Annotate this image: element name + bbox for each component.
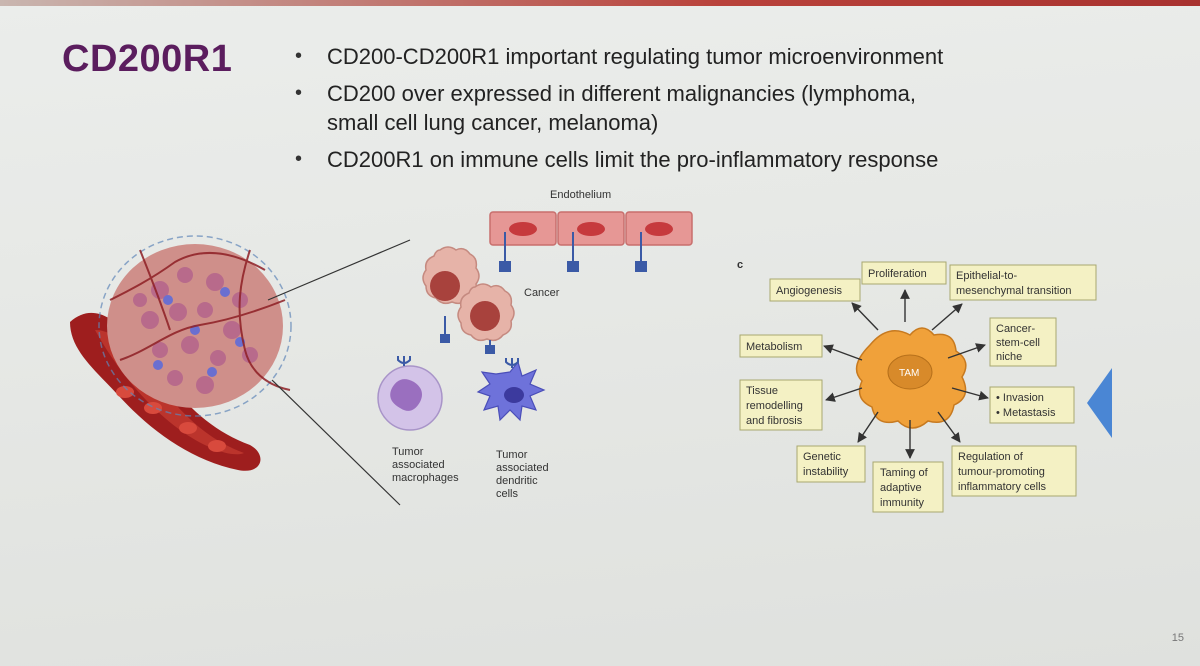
zoom-line [267, 239, 411, 301]
svg-text:• Invasion • Metastasi: • Invasion • Metastasis [996, 392, 1056, 419]
bullet-list: • CD200-CD200R1 important regulating tum… [295, 42, 1055, 182]
bullet-glyph: • [295, 148, 303, 170]
svg-text:Metabolism: Metabolism [746, 341, 802, 353]
box-taming-immunity: Taming of adaptive immunity [872, 461, 944, 513]
box-angiogenesis: Angiogenesis [769, 278, 861, 302]
svg-text:Taming of adaptive: Taming of adaptive immunity [880, 467, 931, 509]
svg-text:Genetic instability: Genetic instability [803, 451, 849, 478]
bullet-item: • CD200 over expressed in different mali… [295, 79, 1055, 137]
bullet-glyph: • [295, 45, 303, 67]
slide-number: 15 [1171, 632, 1184, 644]
bullet-text: CD200-CD200R1 important regulating tumor… [327, 44, 944, 69]
endothelium-label: Endothelium [550, 189, 611, 201]
cancer-label: Cancer [524, 287, 560, 299]
box-genetic-instability: Genetic instability [796, 445, 866, 483]
endothelium-layer [489, 211, 693, 246]
bullet-glyph: • [295, 82, 303, 104]
svg-text:Angiogenesis: Angiogenesis [776, 285, 843, 297]
dendritic-cell [476, 358, 546, 422]
macrophage-label: Tumor associated macrophages [392, 446, 459, 484]
top-accent-bar [0, 0, 1200, 6]
pointer-arrow-icon [1087, 368, 1112, 438]
svg-text:Proliferation: Proliferation [868, 268, 927, 280]
tam-label: TAM [899, 368, 919, 379]
bullet-item: • CD200-CD200R1 important regulating tum… [295, 42, 1055, 71]
box-metabolism: Metabolism [739, 334, 823, 358]
cancer-cells [422, 246, 515, 354]
bullet-item: • CD200R1 on immune cells limit the pro-… [295, 145, 1055, 174]
bullet-text: CD200 over expressed in different malign… [327, 81, 916, 135]
svg-text:Cancer- stem-cell: Cancer- stem-cell niche [996, 323, 1043, 363]
macrophage-cell [377, 356, 443, 431]
box-tissue-remodelling: Tissue remodelling and fibrosis [739, 379, 823, 431]
slide-title: CD200R1 [62, 38, 233, 80]
box-regulation: Regulation of tumour-promoting inflammat… [951, 445, 1077, 497]
svg-text:Regulation of tumour-p: Regulation of tumour-promoting inflammat… [958, 451, 1048, 493]
box-cancer-stem-cell: Cancer- stem-cell niche [989, 317, 1057, 367]
zoom-line [271, 379, 401, 506]
svg-text:Tissue remodelling: Tissue remodelling and fibrosis [746, 385, 806, 427]
dendritic-label: Tumor associated dendritic cells [496, 449, 552, 500]
tam-nucleus [887, 354, 933, 390]
bullet-text: CD200R1 on immune cells limit the pro-in… [327, 147, 939, 172]
tam-arrows [823, 289, 989, 459]
panel-letter: c [737, 259, 743, 271]
box-proliferation: Proliferation [861, 261, 947, 285]
box-invasion-metastasis: • Invasion • Metastasis [989, 386, 1075, 424]
svg-text:Epithelial-to- mesench: Epithelial-to- mesenchymal transition [956, 270, 1072, 297]
box-emt: Epithelial-to- mesenchymal transition [949, 264, 1097, 301]
endothelium-receptors [499, 232, 647, 272]
tumor-mass [98, 235, 292, 417]
